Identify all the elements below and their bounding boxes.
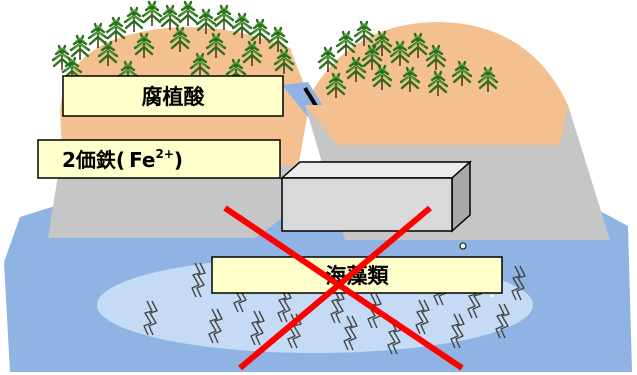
right-land	[305, 105, 568, 145]
humic-acid-label: 腐植酸	[62, 75, 284, 117]
bubble-icon	[490, 294, 494, 298]
cross-mark-icon	[223, 205, 464, 371]
ferrous-iron-text: 2価鉄(Fe2+)	[62, 147, 183, 172]
concrete-block	[280, 160, 472, 233]
seaweed-label: 海藻類	[211, 256, 503, 294]
bubble-icon	[459, 242, 467, 250]
ferrous-iron-label: 2価鉄(Fe2+)	[37, 139, 281, 179]
humic-acid-text: 腐植酸	[142, 85, 206, 109]
